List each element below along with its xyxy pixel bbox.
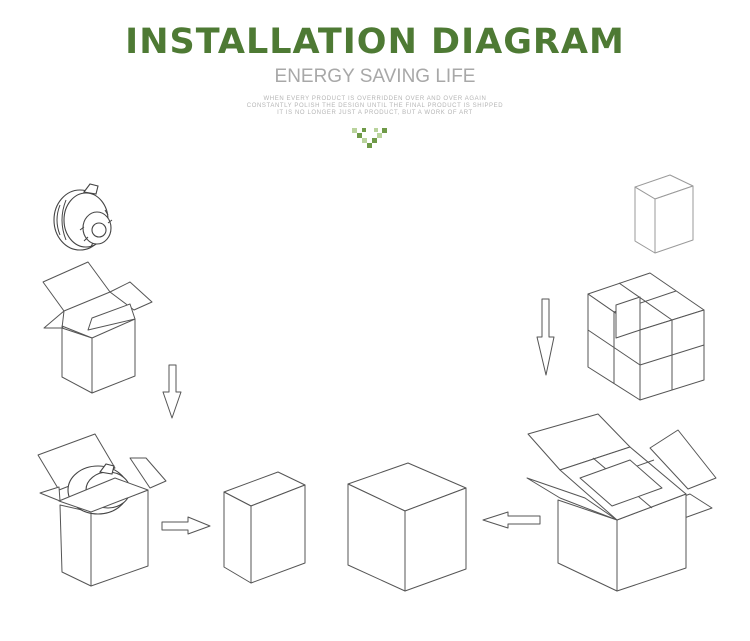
closed-box-icon: [347, 462, 467, 592]
arrow-down-icon: [536, 298, 555, 376]
arrow-left-icon: [482, 511, 541, 529]
open-box-icon: [526, 413, 717, 592]
arrow-right-icon: [161, 516, 211, 535]
page-title: INSTALLATION DIAGRAM: [125, 22, 625, 62]
tagline-line-2: CONSTANTLY POLISH THE DESIGN UNTIL THE F…: [246, 103, 504, 109]
closed-box-icon: [634, 174, 694, 254]
open-box-icon: [37, 433, 167, 587]
page-subtitle: ENERGY SAVING LIFE: [274, 66, 476, 87]
tagline-line-1: WHEN EVERY PRODUCT IS OVERRIDDEN OVER AN…: [263, 96, 487, 102]
speaker-icon: [53, 183, 113, 251]
closed-box-icon: [223, 471, 306, 584]
open-box-icon: [42, 261, 153, 394]
tagline-line-3: IT IS NO LONGER JUST A PRODUCT, BUT A WO…: [277, 110, 473, 116]
arrow-down-icon: [162, 364, 182, 419]
box-stack-icon: [587, 272, 705, 401]
chevron-down-icon: [352, 128, 387, 148]
